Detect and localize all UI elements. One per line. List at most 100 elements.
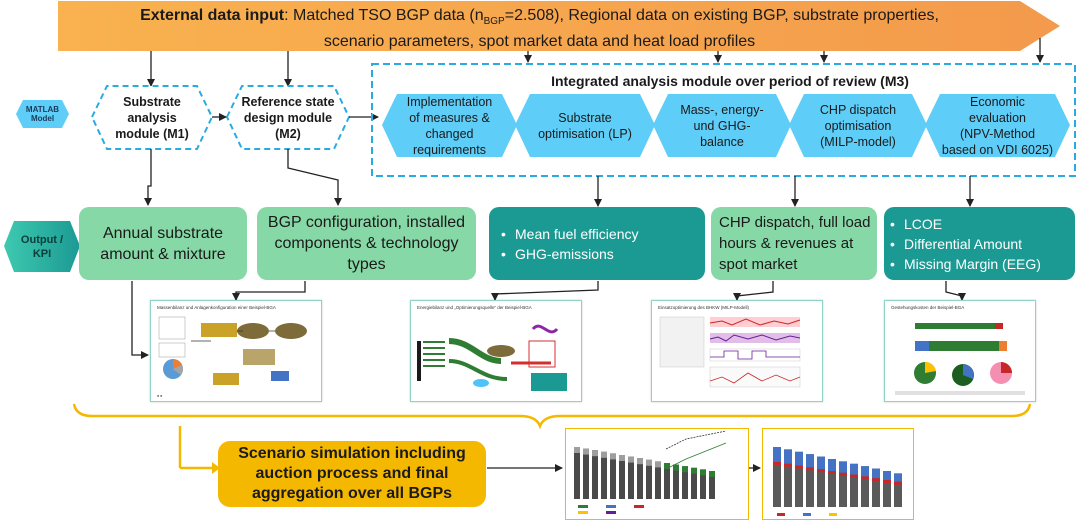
m3-step-2-hex: [515, 94, 655, 157]
banner-shape: [58, 1, 1060, 51]
chart-1-bar-top: [691, 467, 697, 474]
chart-2-bar-top: [850, 463, 858, 475]
chart-2-bar: [806, 454, 814, 507]
chart-2-bar: [883, 471, 891, 507]
output-line2: KPI: [32, 247, 52, 260]
output-hex: [4, 221, 80, 272]
m3-step-4-line3: (MILP-model): [820, 134, 896, 149]
m3-step-3-line2: und GHG-: [693, 118, 751, 133]
scenario-line3: aggregation over all BGPs: [251, 485, 453, 502]
banner-text: External data input: Matched TSO BGP dat…: [62, 6, 1017, 52]
output-kpi-label: Output / KPI: [4, 221, 80, 272]
m3-step-5-label: Economic evaluation (NPV-Method based on…: [937, 94, 1058, 157]
m3-step-1-line2: of measures &: [409, 110, 490, 125]
arrow-o2-thumb: [232, 281, 306, 301]
m3-step-2-line2: optimisation (LP): [538, 126, 632, 141]
m2-line1: Reference state: [241, 95, 335, 109]
thumbnail-energy-balance-graphic: [417, 324, 567, 391]
chart-2-bar: [828, 459, 836, 507]
thumbnail-mass-balance: Massenbilanz und Anlagenkonfiguration ei…: [150, 300, 322, 402]
output-line1: Output /: [20, 233, 64, 246]
arrow-o4-thumb: [733, 281, 774, 301]
arrow-m2-o2: [287, 149, 342, 206]
chart-2-bar-top: [828, 459, 836, 471]
chart-1-bar: [583, 448, 589, 499]
m3-step-1-hex: [382, 94, 517, 157]
chart-1-bar-top: [655, 461, 661, 468]
chart-1-bar-top: [628, 456, 634, 463]
chart-2-bar-top: [817, 456, 825, 470]
chart-1-bar-top: [601, 451, 607, 458]
result-chart-1: [565, 428, 749, 520]
thumbnail-mass-balance-footer: ■ ■: [157, 394, 163, 398]
output-economic-box: LCOE Differential Amount Missing Margin …: [884, 207, 1075, 280]
output-substrate-line2: amount & mixture: [100, 245, 226, 263]
chart-2-bar-mid: [773, 462, 781, 465]
gold-arrowhead: [212, 462, 220, 474]
chart-1-bar-top: [637, 458, 643, 465]
output-chp-line1: CHP dispatch, full load: [719, 214, 871, 231]
chart-2-bar: [773, 447, 781, 507]
chart-2-bar: [839, 461, 847, 507]
banner-bold-label: External data input: [140, 7, 285, 24]
output-economic-list: LCOE Differential Amount Missing Margin …: [884, 214, 1041, 274]
chart-1-bar-top: [619, 455, 625, 461]
banner-line1-post: =2.508), Regional data on existing BGP, …: [504, 7, 939, 24]
matlab-hex: [16, 100, 69, 128]
output-missing-margin-item: Missing Margin (EEG): [890, 254, 1041, 274]
chart-1-bar-top: [664, 463, 670, 469]
output-chp-line3: spot market: [719, 256, 798, 273]
arrow-o3-thumb: [491, 281, 599, 301]
chart-1-bar-top: [610, 453, 616, 460]
m3-step-3-line3: balance: [700, 134, 744, 149]
chart-1-bar-top: [700, 469, 706, 476]
chart-2-bar-top: [861, 466, 869, 477]
chart-2-bar-mid: [861, 476, 869, 480]
arrow-o1-thumb: [131, 281, 149, 359]
output-bgp-line2: components & technology: [274, 235, 459, 252]
scenario-line1: Scenario simulation including: [238, 445, 466, 462]
output-substrate-box: Annual substrate amount & mixture: [79, 207, 247, 280]
output-efficiency-box: Mean fuel efficiency GHG-emissions: [489, 207, 705, 280]
m3-step-2-line1: Substrate: [558, 110, 612, 125]
output-ghg-item: GHG-emissions: [501, 244, 638, 264]
banner-line1-pre: : Matched TSO BGP data (n: [284, 7, 484, 24]
chart-2-bar: [784, 449, 792, 507]
chart-2-bar-mid: [828, 471, 836, 474]
chart-2-bar-mid: [806, 467, 814, 471]
output-efficiency-item: Mean fuel efficiency: [501, 224, 638, 244]
thumbnail-chp-dispatch-graphic: [659, 316, 801, 388]
arrow-m1-o1: [144, 149, 152, 206]
chart-1-bar: [637, 458, 643, 499]
chart-2-bar-mid: [872, 478, 880, 482]
chart-1-bar: [601, 451, 607, 499]
banner-line2: scenario parameters, spot market data an…: [323, 33, 756, 51]
thumbnail-cost: Gestehungskosten der Beispiel-BGA: [884, 300, 1036, 402]
chart-2-bar-top: [795, 451, 803, 466]
m3-frame: [371, 63, 1076, 177]
chart-2-bar-top: [883, 471, 891, 480]
m3-step-1-label: Implementation of measures & changed req…: [394, 94, 505, 157]
result-chart-2-graphic: [773, 447, 903, 517]
m3-step-3-label: Mass-, energy- und GHG- balance: [665, 94, 779, 157]
chart-2-bar: [795, 451, 803, 507]
chart-2-bar-mid: [784, 463, 792, 467]
chart-1-bar-top: [583, 448, 589, 455]
output-substrate-line1: Annual substrate: [102, 224, 224, 242]
m1-line3: module (M1): [115, 127, 189, 141]
chart-2-bar-mid: [850, 474, 858, 478]
chart-2-bar-mid: [839, 472, 847, 476]
thumbnail-energy-balance-title: Energiebilanz und „Optimierungsquelle“ d…: [417, 305, 532, 310]
chart-1-bar: [700, 469, 706, 499]
chart-1-bar: [592, 450, 598, 499]
scenario-simulation-box: Scenario simulation including auction pr…: [218, 441, 486, 507]
chart-2-bar: [872, 468, 880, 507]
chart-1-bar-top: [673, 464, 679, 471]
chart-2-bar-mid: [817, 469, 825, 473]
m3-step-5-hex: [925, 94, 1070, 157]
output-bgp-line1: BGP configuration, installed: [267, 214, 466, 231]
output-bgp-config-box: BGP configuration, installed components …: [257, 207, 476, 280]
m3-step-5-line2: evaluation: [969, 110, 1026, 125]
chart-2-bar: [817, 456, 825, 507]
